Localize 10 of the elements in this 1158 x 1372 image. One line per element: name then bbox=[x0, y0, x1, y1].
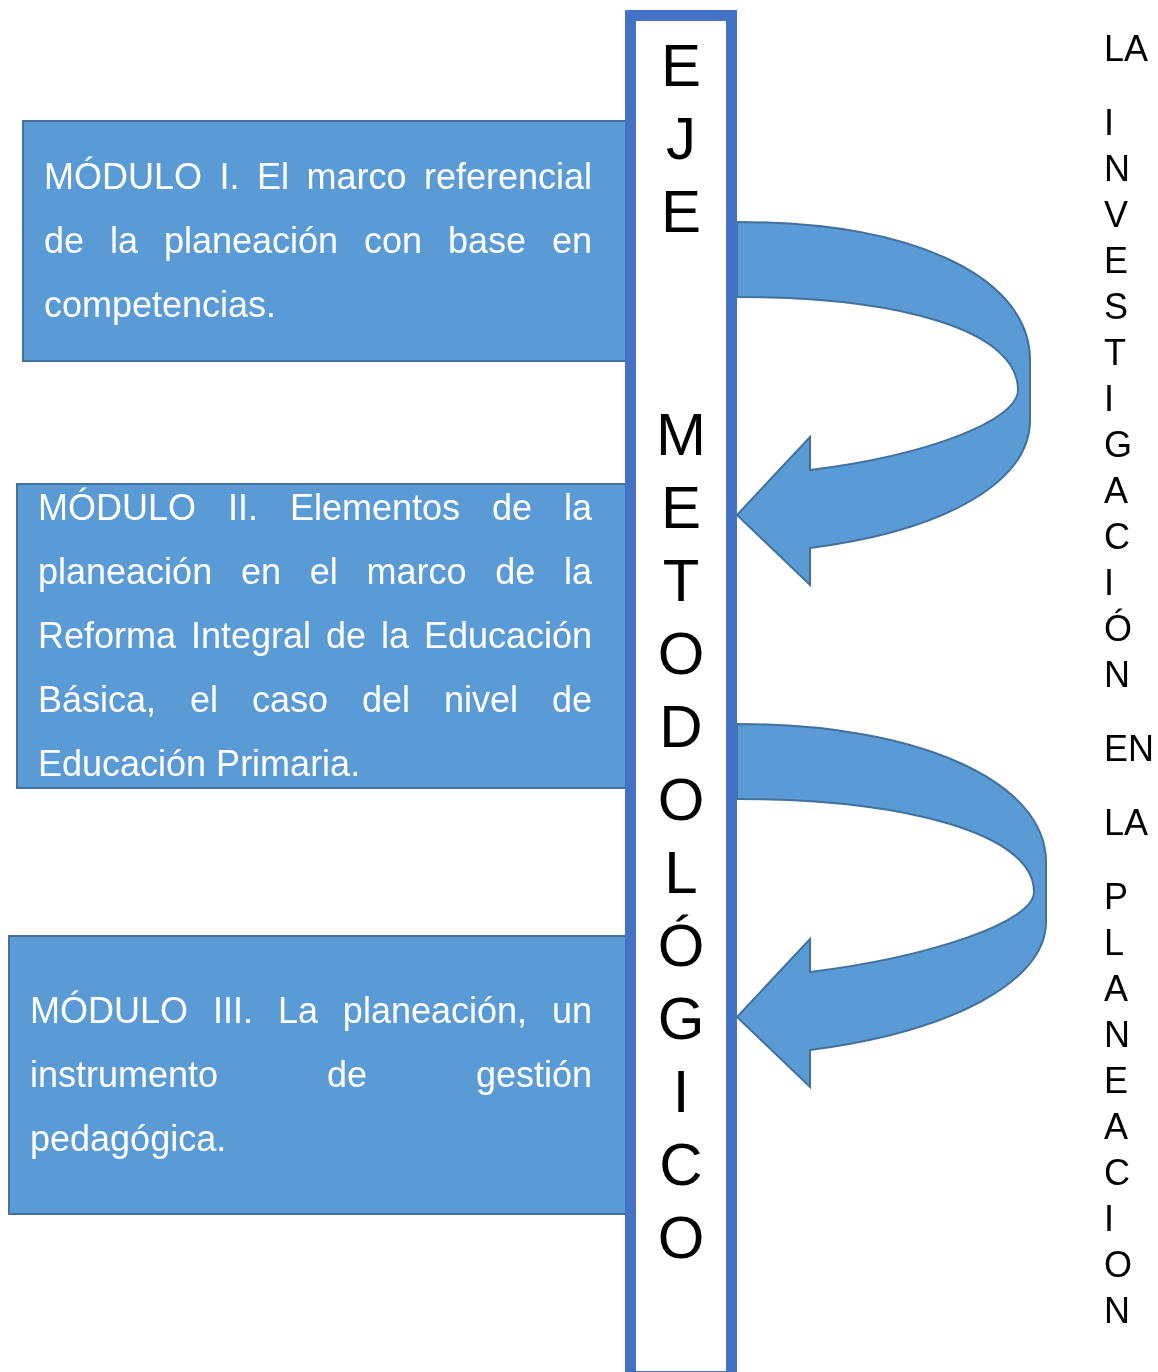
module-text: MÓDULO III. La planeación, un instrumento de gestión pedagógica. bbox=[30, 989, 592, 1161]
module-box bbox=[8, 935, 628, 1215]
curved-arrow bbox=[736, 221, 1031, 586]
vertical-caption: LA INVESTIGACIÓN EN LA PLANEACION bbox=[1104, 27, 1154, 1333]
curved-arrow bbox=[736, 723, 1047, 1088]
module-box bbox=[22, 120, 628, 362]
module-text: MÓDULO I. El marco referencial de la planeación con base en competencias. bbox=[44, 155, 592, 327]
vertical-title: EJE METODOLÓGICO bbox=[655, 31, 707, 1273]
vertical-bar bbox=[625, 10, 737, 1372]
module-text: MÓDULO II. Elementos de la planeación en el marco de la Reforma Integral de la Educación Básica, el caso del nivel de Educación Primaria. bbox=[38, 486, 592, 786]
